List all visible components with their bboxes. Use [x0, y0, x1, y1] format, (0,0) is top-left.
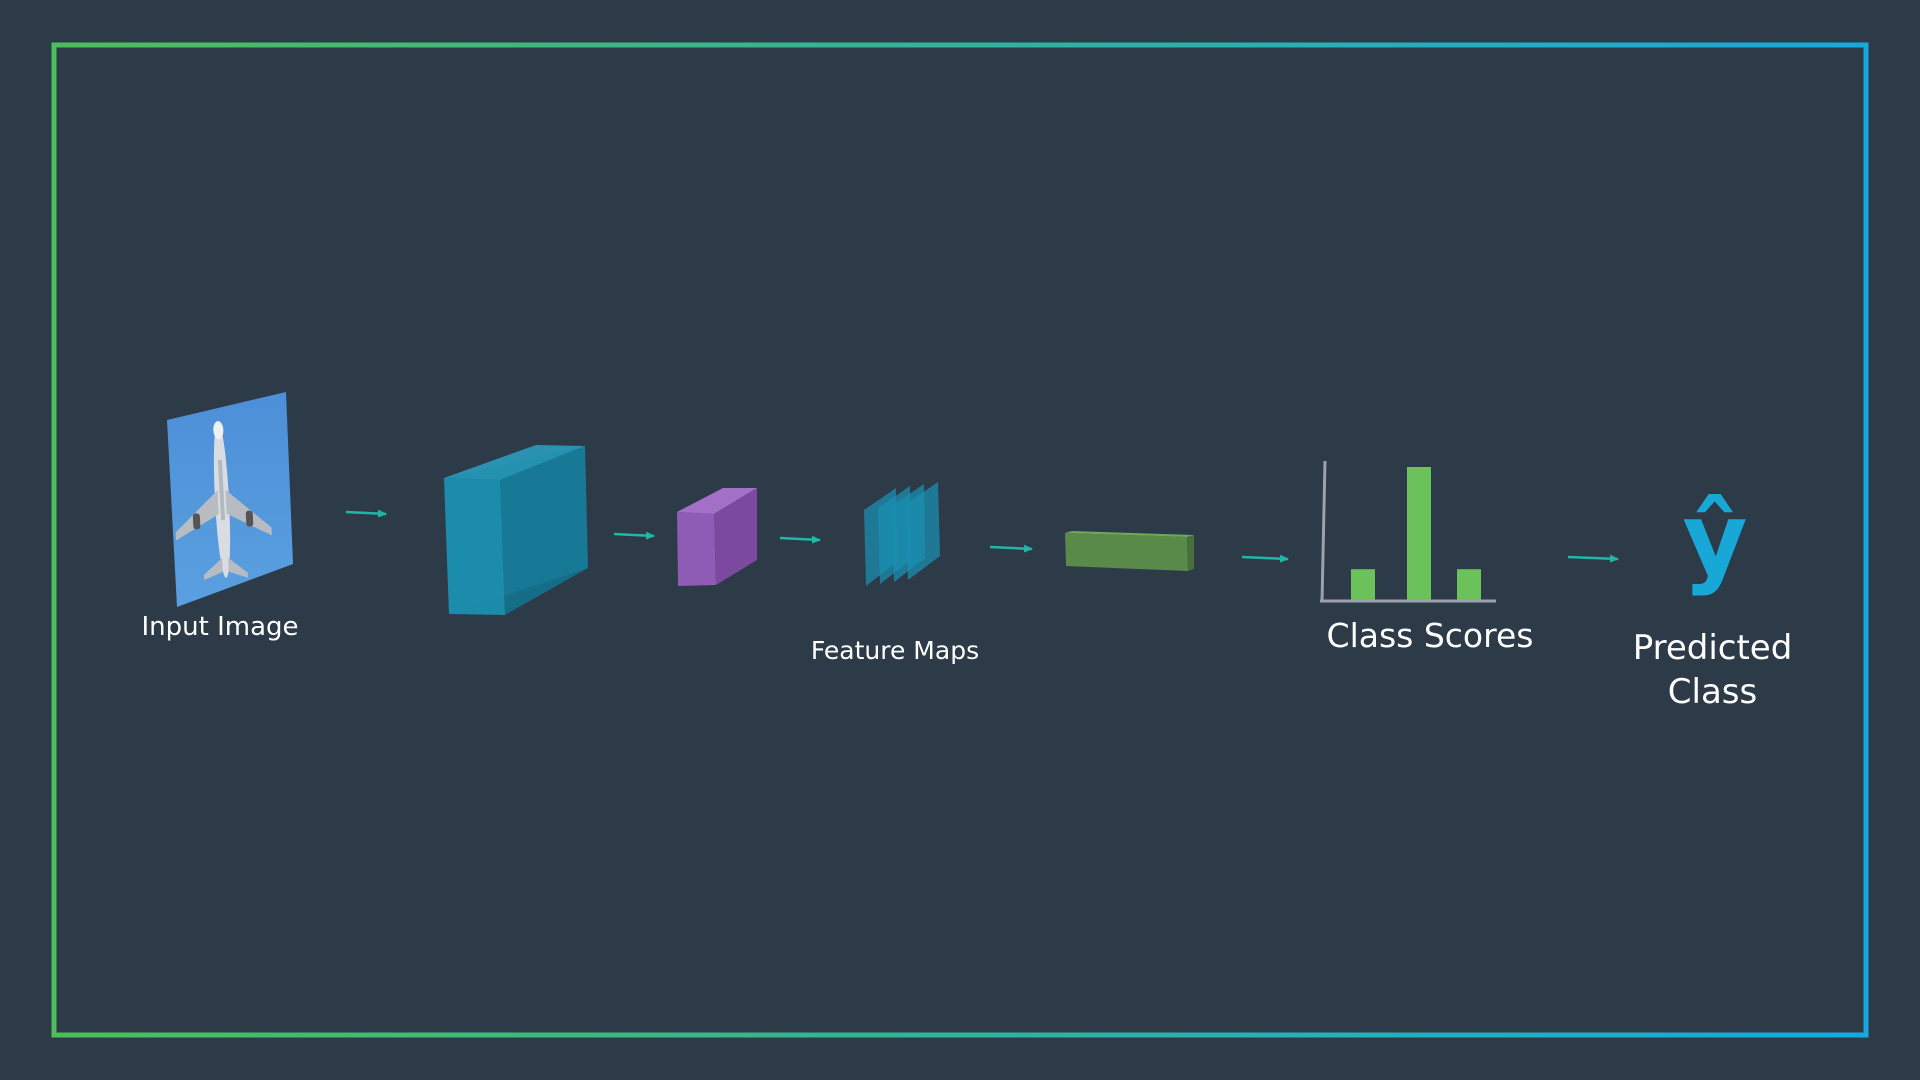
- class-score-bar-1: [1351, 569, 1375, 600]
- pooling-layer-block: [677, 488, 757, 586]
- class-score-bar-2: [1407, 467, 1431, 600]
- class-scores-chart: [1320, 460, 1496, 603]
- fully-connected-block: [1065, 531, 1194, 571]
- y-hat-symbol: ŷ: [1682, 481, 1748, 598]
- arrow-6: [1567, 554, 1619, 563]
- input-image: [167, 392, 293, 607]
- airplane-icon: [175, 421, 272, 581]
- arrow-5: [1241, 554, 1289, 563]
- class-scores-label: Class Scores: [1326, 616, 1534, 655]
- arrow-2: [613, 531, 655, 540]
- conv-layer-block: [444, 445, 588, 615]
- frame-border: [51, 42, 1869, 1038]
- feature-maps-label: Feature Maps: [810, 636, 980, 665]
- class-score-bar-3: [1457, 569, 1481, 600]
- input-image-label: Input Image: [141, 612, 299, 642]
- arrow-3: [779, 535, 821, 544]
- chart-y-axis: [1320, 460, 1327, 603]
- predicted-class-label: Predicted Class: [1632, 628, 1793, 713]
- arrow-4: [989, 544, 1033, 553]
- feature-maps-stack: [864, 482, 940, 586]
- arrow-1: [345, 509, 387, 518]
